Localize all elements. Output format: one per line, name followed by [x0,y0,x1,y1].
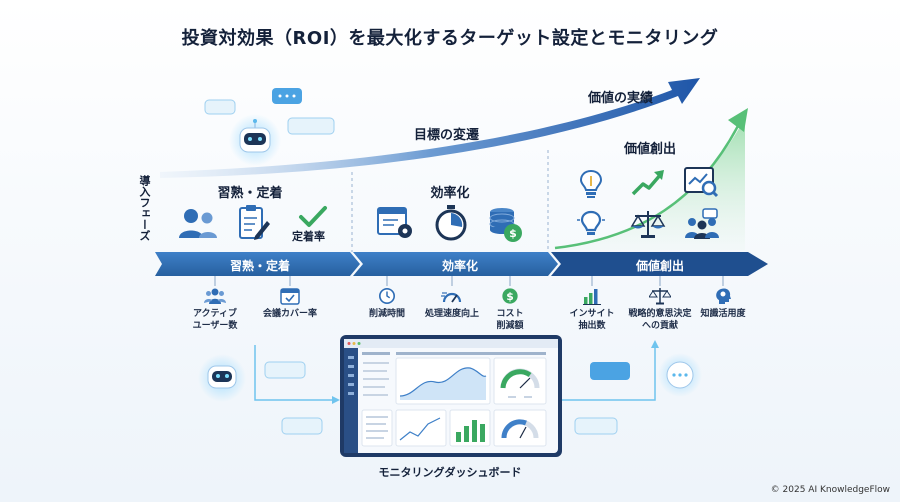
head-gear-icon [716,288,731,304]
scale-small-icon [649,288,671,305]
value-creation-area [555,118,745,250]
phase-bar-label-adoption: 習熟・定着 [229,259,290,273]
idea-bulb-icon [577,210,605,235]
adoption-phase-label: 導入フェーズ [138,175,151,241]
target-shift-label: 目標の変遷 [414,128,480,143]
phase-bar-label-efficiency: 効率化 [441,259,478,273]
metric-strategic-decision: 戦略的意思決定への貢献 [620,287,700,332]
lightbulb-icon [579,169,603,198]
dashboard-label: モニタリングダッシュボード [378,466,522,479]
flow-line-left [254,345,332,401]
value-creation-arrowhead [728,108,748,132]
trend-up-icon [631,170,664,196]
page-title: 投資対効果（ROI）を最大化するターゲット設定とモニタリング [181,28,719,49]
metric-insights: インサイト抽出数 [552,287,632,332]
users-small-icon [204,288,226,304]
settings-document-icon [377,207,412,238]
metric-time-saved: 削減時間 [347,287,427,320]
clock-icon [378,287,396,305]
phase-title-efficiency: 効率化 [430,186,470,201]
ai-bot-bottom-icon [198,354,246,402]
checkmark-icon [299,206,327,227]
bar-chart-icon [583,289,601,305]
metric-knowledge-usage: 知識活用度 [683,287,763,320]
adoption-rate-label: 定着率 [292,230,325,243]
coin-stack-icon: $ [489,208,522,242]
stopwatch-icon [435,205,467,241]
dollar-coin-icon: $ [502,288,518,304]
phase-bar-3 [551,252,768,276]
svg-text:$: $ [509,227,517,240]
phase-title-adoption: 習熟・定着 [217,186,283,201]
flow-line-right [560,346,656,401]
ai-bot-top-icon [229,114,281,166]
balance-scale-icon [630,211,666,238]
chat-bubbles-top [204,88,335,135]
value-results-label: 価値の実績 [588,91,654,106]
phase-bar-2 [353,252,558,276]
metric-cost-reduction: $ コスト削減額 [470,287,550,332]
metric-processing-speed: 処理速度向上 [412,287,492,320]
chat-bubbles-right [574,353,702,435]
chat-bubbles-left [264,361,323,435]
team-discussion-icon [685,208,719,239]
metric-active-users: アクティブユーザー数 [175,287,255,332]
svg-text:$: $ [506,290,514,303]
metric-meeting-coverage: 会議カバー率 [250,287,330,320]
phase-bar-1 [155,252,360,276]
phase-title-value-creation: 価値創出 [623,142,676,157]
phase-bar-label-value-creation: 価値創出 [635,259,684,273]
copyright-text: © 2025 AI KnowledgeFlow [770,485,890,495]
users-icon [179,209,217,238]
clipboard-edit-icon [239,205,270,240]
monitoring-dashboard [340,335,562,457]
speed-gauge-icon [441,292,462,303]
analytics-magnifier-icon [684,167,719,198]
value-creation-curve [554,121,742,250]
calendar-check-icon [280,288,300,305]
